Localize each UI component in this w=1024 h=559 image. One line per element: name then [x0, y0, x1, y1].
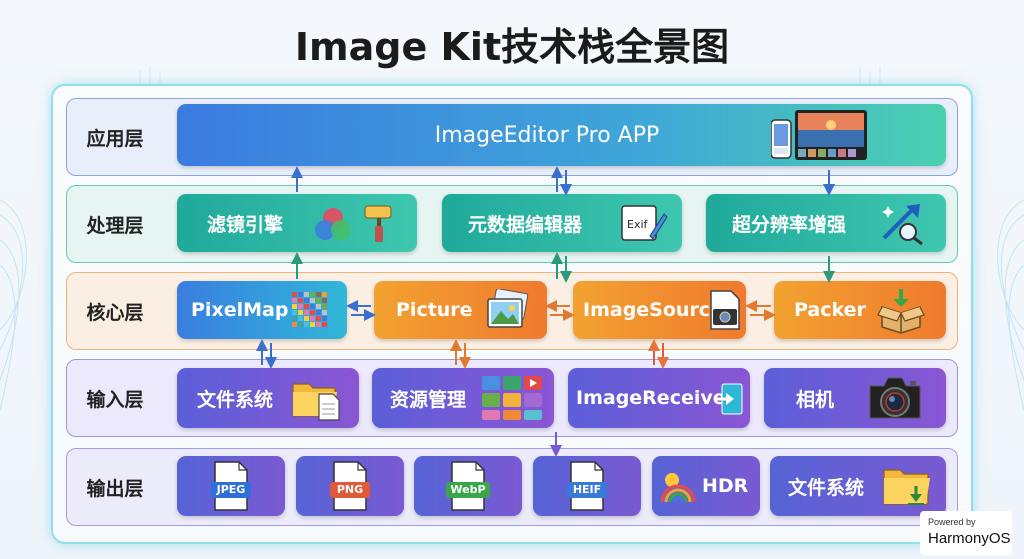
picture-stack-icon [487, 289, 529, 328]
input-filesystem-label: 文件系统 [197, 388, 274, 411]
super-resolution-label: 超分辨率增强 [732, 213, 847, 236]
hdr-box[interactable]: HDR [652, 456, 760, 516]
hdr-rainbow-icon [660, 473, 696, 503]
camera-box[interactable]: 相机 [764, 368, 946, 428]
exif-edit-icon: Exif [621, 205, 668, 241]
folder-doc-icon [292, 383, 340, 421]
resource-management-box[interactable]: 资源管理 [372, 368, 554, 428]
upscale-magnify-icon [882, 204, 923, 246]
harmonyos-badge: Powered by HarmonyOS [920, 511, 1012, 555]
jpeg-label: JPEG [211, 482, 251, 498]
page-title: Image Kit技术栈全景图 [294, 25, 730, 69]
super-resolution-box[interactable]: 超分辨率增强 [706, 194, 946, 252]
package-box-icon [877, 289, 925, 334]
pixelmap-label: PixelMap [191, 299, 289, 321]
app-layer-label: 应用层 [86, 127, 144, 150]
imagesource-label: ImageSource [583, 299, 723, 321]
metadata-editor-label: 元数据编辑器 [468, 213, 583, 236]
camera-file-icon [710, 290, 740, 330]
imageeditor-pro-app-box[interactable]: ImageEditor Pro APP [177, 104, 946, 166]
metadata-editor-box[interactable]: 元数据编辑器 Exif [442, 194, 682, 252]
packer-box[interactable]: Packer [774, 281, 946, 339]
processing-layer-label: 处理层 [86, 214, 144, 237]
jpeg-format-box[interactable]: JPEG [177, 456, 285, 516]
dslr-camera-icon [869, 377, 921, 419]
badge-harmonyos: HarmonyOS [928, 530, 1011, 547]
filter-paint-icon [315, 205, 392, 242]
folder-download-icon [883, 469, 930, 505]
output-filesystem-label: 文件系统 [788, 476, 865, 499]
app-devices-icon [771, 110, 867, 160]
picture-label: Picture [396, 299, 473, 321]
input-layer-label: 输入层 [86, 388, 144, 411]
output-filesystem-box[interactable]: 文件系统 [770, 456, 946, 516]
imagesource-box[interactable]: ImageSource [573, 281, 746, 339]
output-layer-label: 输出层 [86, 477, 144, 500]
receiver-arrow-icon [714, 383, 743, 415]
filter-engine-box[interactable]: 滤镜引擎 [177, 194, 417, 252]
heif-label: HEIF [567, 482, 607, 498]
png-label: PNG [330, 482, 370, 498]
pixel-grid-icon [292, 292, 327, 327]
packer-label: Packer [794, 299, 866, 321]
input-filesystem-box[interactable]: 文件系统 [177, 368, 359, 428]
core-layer-label: 核心层 [86, 301, 144, 324]
webp-label: WebP [446, 482, 490, 498]
picture-box[interactable]: Picture [374, 281, 547, 339]
imagereceiver-box[interactable]: ImageReceiver [568, 368, 750, 428]
imageeditor-pro-app-label: ImageEditor Pro APP [434, 122, 660, 148]
png-format-box[interactable]: PNG [296, 456, 404, 516]
camera-label: 相机 [796, 388, 835, 411]
exif-icon-text: Exif [627, 218, 649, 231]
heif-format-box[interactable]: HEIF [533, 456, 641, 516]
pixelmap-box[interactable]: PixelMap [177, 281, 347, 339]
imagereceiver-label: ImageReceiver [576, 387, 735, 409]
resource-management-label: 资源管理 [390, 388, 467, 411]
hdr-label: HDR [702, 475, 749, 497]
resource-grid-icon [482, 376, 542, 420]
webp-format-box[interactable]: WebP [414, 456, 522, 516]
badge-powered-by: Powered by [928, 517, 976, 527]
filter-engine-label: 滤镜引擎 [207, 213, 284, 236]
